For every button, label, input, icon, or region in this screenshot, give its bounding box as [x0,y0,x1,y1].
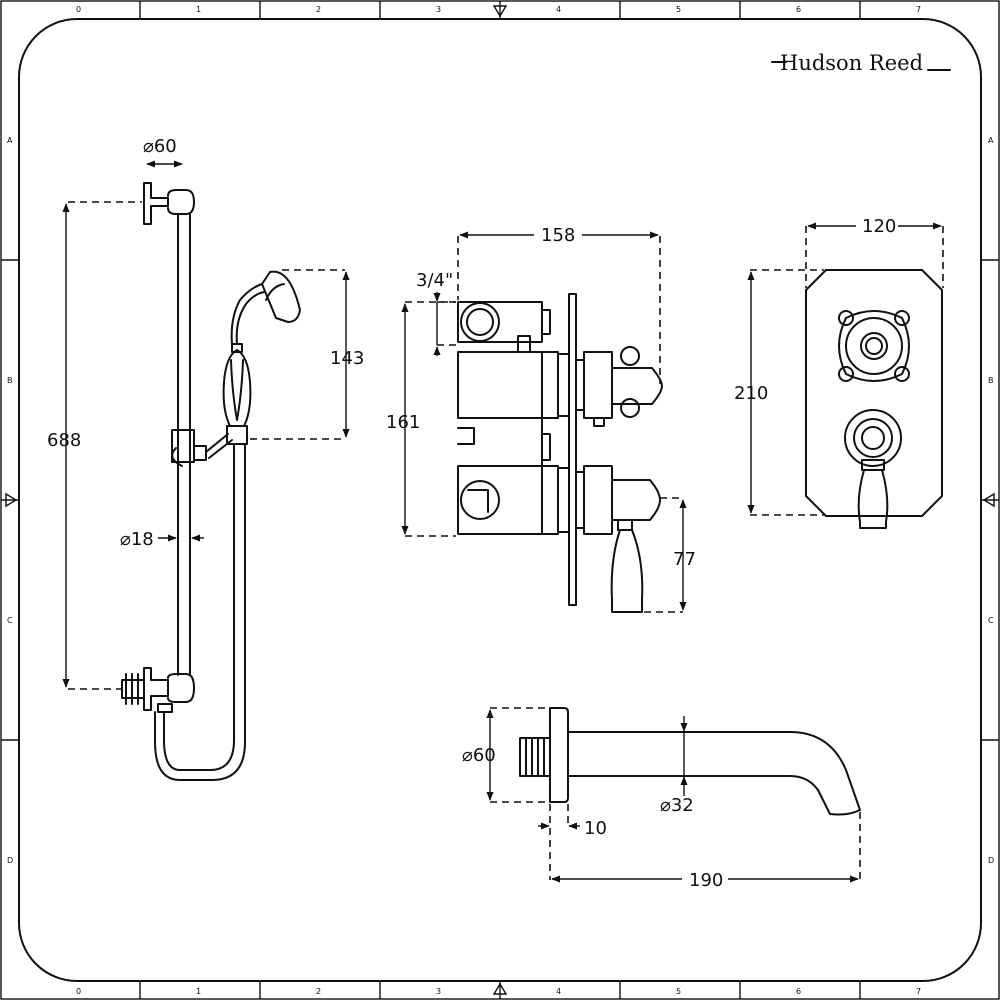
col-label-top-3: 3 [436,5,441,14]
brand-logo: Hudson Reed [771,51,951,75]
dim-lever-length: 77 [673,549,696,570]
brand-name: Hudson Reed [780,51,923,75]
top-wall-bracket [143,182,195,225]
diverter-handle-side [575,465,613,535]
row-label-right-d: D [988,856,994,865]
row-label-right-a: A [988,136,994,145]
temperature-handle-side [575,351,613,419]
col-label-top-1: 1 [196,5,201,14]
col-label-bottom-1: 1 [196,987,201,996]
riser-dimensions: ⌀60 688 143 ⌀18 [47,136,364,690]
rail-bar [177,213,191,676]
dim-handset-height: 143 [330,348,364,369]
col-label-bottom-7: 7 [916,987,921,996]
spout-wall-flange [549,707,569,803]
row-label-right-b: B [988,376,994,385]
dim-riser-bracket-dia: ⌀60 [143,136,177,157]
col-label-bottom-2: 2 [316,987,321,996]
valve-upper-body [457,351,543,419]
row-label-right-c: C [988,616,994,625]
row-label-left-b: B [7,376,13,385]
col-label-top-6: 6 [796,5,801,14]
diverter-lever-handle [844,409,902,529]
spout-dimensions: ⌀60 ⌀32 10 190 [462,707,861,891]
spout-body [567,731,861,816]
bath-spout [519,707,861,816]
row-label-left-c: C [7,616,13,625]
dim-plate-height: 210 [734,383,768,404]
temperature-crosshead-handle [838,310,910,382]
dim-spout-projection: 190 [689,870,723,891]
col-label-top-4: 4 [556,5,561,14]
col-label-top-7: 7 [916,5,921,14]
dim-flange-depth: 10 [584,818,607,839]
dim-plate-width: 120 [862,216,896,237]
faceplate-dimensions: 120 210 [734,216,944,516]
bottom-wall-bracket [121,667,195,713]
col-label-bottom-4: 4 [556,987,561,996]
col-label-bottom-0: 0 [76,987,81,996]
spout-thread [519,737,551,777]
dim-spout-dia: ⌀32 [660,795,694,816]
valve-top-inlet-block [457,301,543,343]
dim-rail-dia: ⌀18 [120,529,154,550]
dim-spout-flange-dia: ⌀60 [462,745,496,766]
shower-hose [154,443,246,781]
dim-inlet-size: 3/4" [416,270,453,291]
handset-slider [171,429,233,467]
dim-valve-height: 161 [386,412,420,433]
col-label-top-0: 0 [76,5,81,14]
col-label-top-2: 2 [316,5,321,14]
col-label-bottom-6: 6 [796,987,801,996]
valve-dimensions: 158 3/4" 161 77 [386,225,696,613]
dim-valve-depth: 158 [541,225,575,246]
shower-handset [222,270,301,445]
valve-wall-plate-side [568,293,577,606]
riser-rail-kit [121,182,301,781]
col-label-bottom-3: 3 [436,987,441,996]
row-label-left-d: D [7,856,13,865]
valve-side-view [457,293,663,613]
col-label-top-5: 5 [676,5,681,14]
col-label-bottom-5: 5 [676,987,681,996]
dim-riser-height: 688 [47,430,81,451]
faceplate-outline [805,269,943,517]
valve-faceplate-front [805,269,943,529]
row-label-left-a: A [7,136,13,145]
